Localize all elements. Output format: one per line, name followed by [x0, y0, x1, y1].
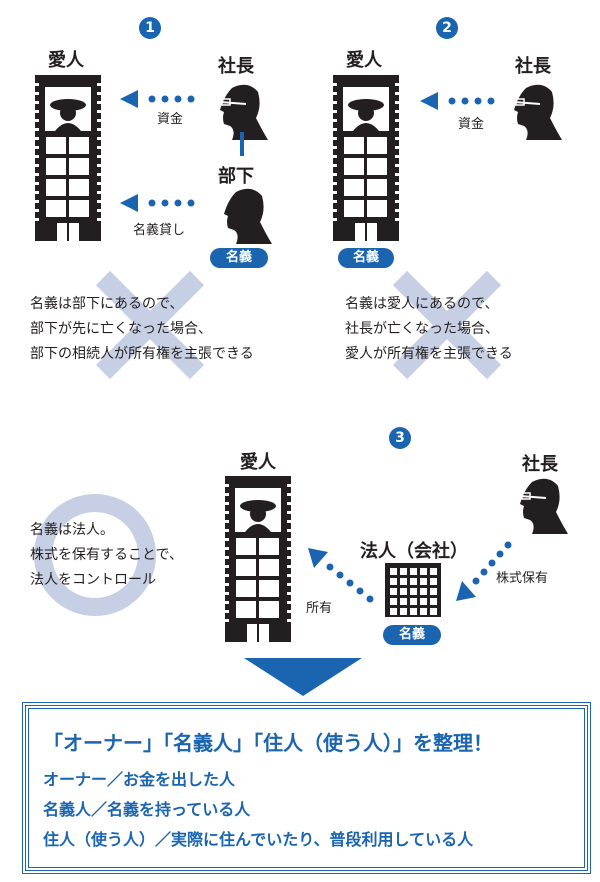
circle-mark-icon [34, 494, 156, 616]
cross-mark-icon [95, 270, 205, 384]
name-lending-arrow-icon [120, 193, 210, 217]
name-lending-label: 名義貸し [133, 223, 186, 238]
ownership-arrow-icon [308, 548, 374, 603]
note-line: 部下が先に亡くなった場合、 [30, 321, 212, 337]
mistress-building-icon [225, 476, 291, 646]
funds-label: 資金 [157, 112, 184, 127]
company-building-icon [385, 563, 441, 617]
note-line: 名義は愛人にあるので、 [345, 296, 499, 312]
mistress-building-icon [35, 75, 101, 245]
summary-line: オーナー／お金を出した人 [43, 770, 236, 789]
subordinate-label: 部下 [218, 166, 254, 187]
mistress-label: 愛人 [240, 452, 276, 473]
note-line: 社長が亡くなった場合、 [345, 321, 499, 337]
president-label: 社長 [218, 56, 254, 77]
note-line: 名義は部下にあるので、 [30, 296, 184, 312]
step-number-1: 1 [139, 17, 161, 39]
note-line: 愛人が所有権を主張できる [345, 346, 513, 362]
president-silhouette-icon [512, 82, 562, 144]
summary-line: 住人（使う人）／実際に住んでいたり、普段利用している人 [43, 830, 474, 849]
president-label: 社長 [522, 454, 558, 475]
connector-line [240, 132, 244, 156]
funds-label: 資金 [458, 117, 485, 132]
panel2-note: 名義は愛人にあるので、 社長が亡くなった場合、 愛人が所有権を主張できる [345, 292, 513, 367]
note-line: 部下の相続人が所有権を主張できる [30, 346, 254, 362]
shareholding-arrow-icon [456, 541, 512, 601]
title-badge: 名義 [338, 248, 394, 268]
mistress-building-icon [333, 75, 399, 245]
mistress-label: 愛人 [346, 50, 382, 71]
cross-mark-icon [392, 270, 502, 384]
corporation-label: 法人（会社） [360, 541, 468, 562]
funds-arrow-icon [420, 91, 510, 115]
ownership-label: 所有 [306, 601, 333, 616]
note-line: 法人をコントロール [30, 572, 156, 588]
title-badge: 名義 [383, 625, 441, 645]
president-silhouette-icon [518, 476, 568, 538]
shareholding-label: 株式保有 [496, 571, 549, 586]
note-line: 名義は法人。 [30, 522, 114, 538]
subordinate-silhouette-icon [222, 186, 272, 248]
panel1-note: 名義は部下にあるので、 部下が先に亡くなった場合、 部下の相続人が所有権を主張で… [30, 292, 254, 367]
step-number-2: 2 [436, 17, 458, 39]
title-badge: 名義 [210, 248, 268, 268]
note-line: 株式を保有することで、 [30, 547, 184, 563]
mistress-label: 愛人 [48, 50, 84, 71]
president-silhouette-icon [218, 82, 268, 144]
summary-title: 「オーナー」「名義人」「住人（使う人）」を整理！ [43, 731, 493, 755]
president-label: 社長 [515, 56, 551, 77]
panel3-note: 名義は法人。 株式を保有することで、 法人をコントロール [30, 518, 183, 593]
funds-arrow-icon [120, 89, 210, 113]
summary-box: 「オーナー」「名義人」「住人（使う人）」を整理！ オーナー／お金を出した人 名義… [22, 702, 591, 874]
down-arrow-icon [244, 658, 362, 696]
step-number-3: 3 [389, 427, 411, 449]
summary-line: 名義人／名義を持っている人 [43, 800, 251, 819]
